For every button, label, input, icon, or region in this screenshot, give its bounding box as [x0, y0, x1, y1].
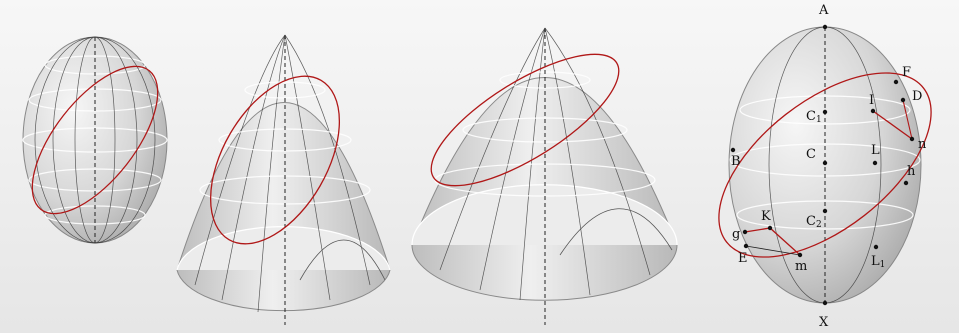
- label-C: C: [806, 147, 816, 162]
- point-n: [909, 136, 915, 142]
- point-K: [767, 225, 773, 231]
- paraboloid-section-curve: [209, 75, 341, 245]
- label-E: E: [738, 251, 748, 266]
- point-g: [742, 229, 748, 235]
- label-B: B: [731, 154, 741, 169]
- point-X: [822, 300, 828, 306]
- label-F: F: [902, 65, 911, 80]
- hyperboloid-panel: [411, 27, 678, 325]
- label-C2-subscript: 2: [816, 220, 822, 230]
- label-I: I: [869, 93, 874, 108]
- point-labels: A X F D I C1 n L C B h C2 K g E m L1: [731, 3, 927, 330]
- label-L1: L1: [871, 254, 885, 270]
- label-m: m: [795, 259, 807, 274]
- label-C2: C2: [806, 214, 822, 230]
- construction-line-upper: [872, 110, 913, 140]
- point-F: [893, 79, 899, 85]
- paraboloid-panel: [176, 34, 391, 325]
- label-C1-subscript: 1: [816, 115, 822, 125]
- label-L1-subscript: 1: [880, 260, 886, 270]
- label-n: n: [918, 137, 927, 152]
- hyperboloid-inner-arc: [559, 208, 673, 256]
- chord-E-m: [745, 245, 801, 256]
- paraboloid-rulings: [194, 34, 371, 313]
- label-K: K: [761, 209, 771, 224]
- ellipsoid-section-curve: [31, 65, 159, 215]
- label-D: D: [912, 89, 922, 104]
- point-C: [822, 160, 828, 166]
- ellipsoid-panel: [22, 36, 168, 244]
- point-h: [903, 180, 909, 186]
- hyperboloid-section-curve: [430, 53, 620, 187]
- point-C1: [822, 109, 828, 115]
- point-E: [743, 243, 749, 249]
- label-A: A: [818, 3, 829, 18]
- label-h: h: [907, 164, 916, 179]
- labeled-ellipsoid-parallels: [729, 95, 921, 230]
- point-D: [900, 97, 906, 103]
- point-A: [822, 24, 828, 30]
- label-g: g: [732, 227, 740, 242]
- point-L: [872, 160, 878, 166]
- point-B: [730, 147, 736, 153]
- label-L: L: [871, 143, 880, 158]
- point-m: [797, 252, 803, 258]
- paraboloid-inner-arc: [299, 239, 386, 281]
- label-X: X: [819, 315, 829, 330]
- labeled-ellipsoid-panel: A X F D I C1 n L C B h C2 K g E m L1: [718, 3, 932, 330]
- labeled-section-curve: [718, 72, 932, 258]
- point-I: [870, 108, 876, 114]
- label-C1: C1: [806, 109, 822, 125]
- line-D-n: [902, 99, 913, 140]
- point-C2: [822, 208, 828, 214]
- points: [730, 24, 915, 306]
- point-L1: [873, 244, 879, 250]
